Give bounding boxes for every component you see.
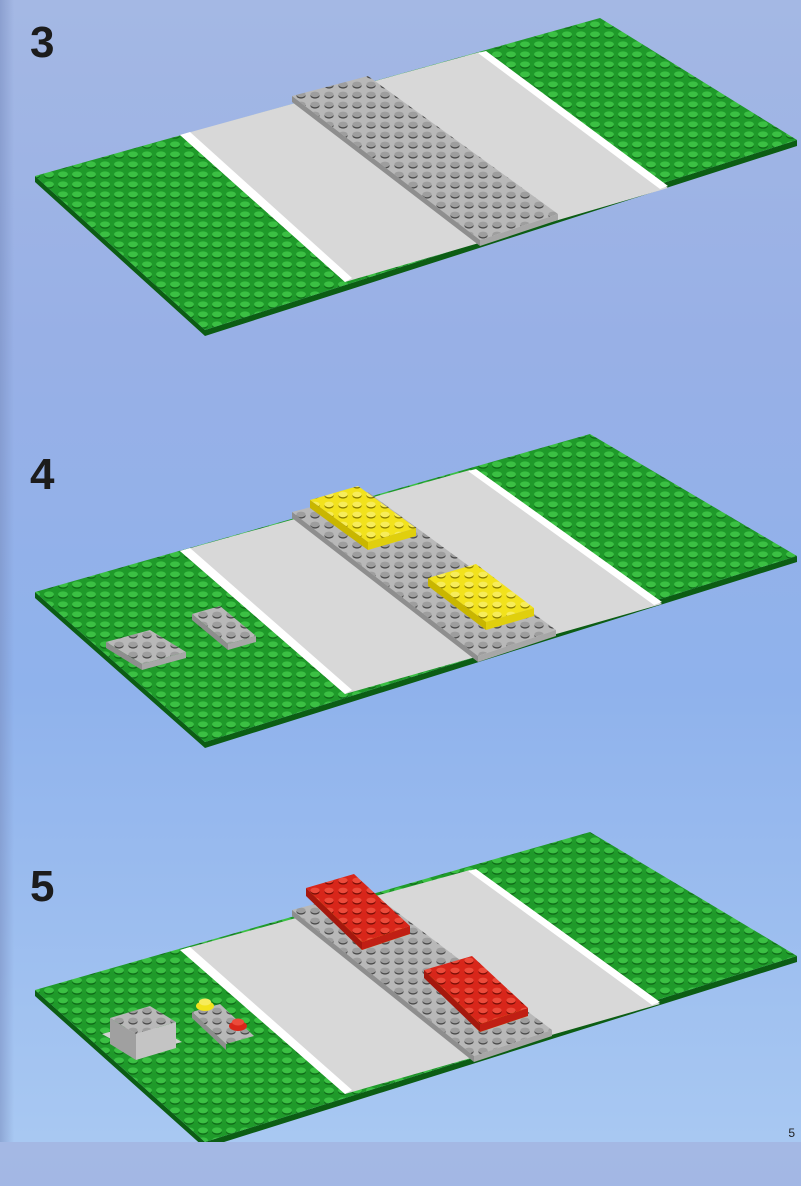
red-plate-1 — [306, 874, 410, 942]
red-plate-2 — [424, 956, 528, 1024]
baseplate-step-3 — [35, 18, 797, 336]
grey-tile-row-2 — [192, 606, 256, 644]
grey-median-plate — [292, 76, 558, 240]
page-number: 5 — [788, 1126, 795, 1140]
grey-block — [110, 1006, 176, 1034]
step-number-5: 5 — [30, 862, 55, 911]
yellow-plate-2 — [428, 564, 534, 622]
step-number-4: 4 — [30, 450, 55, 499]
baseplate-step-5 — [35, 832, 797, 1142]
page-spine-shadow — [0, 0, 14, 1142]
grey-tile-row — [192, 1004, 254, 1044]
step-5-illustration — [0, 826, 801, 1186]
yellow-plate-1 — [310, 486, 416, 542]
baseplate-step-4 — [35, 434, 797, 748]
step-number-3: 3 — [30, 18, 55, 67]
step-3-illustration — [0, 0, 801, 360]
grey-tile-row-1 — [106, 630, 186, 664]
step-4-illustration — [0, 420, 801, 780]
